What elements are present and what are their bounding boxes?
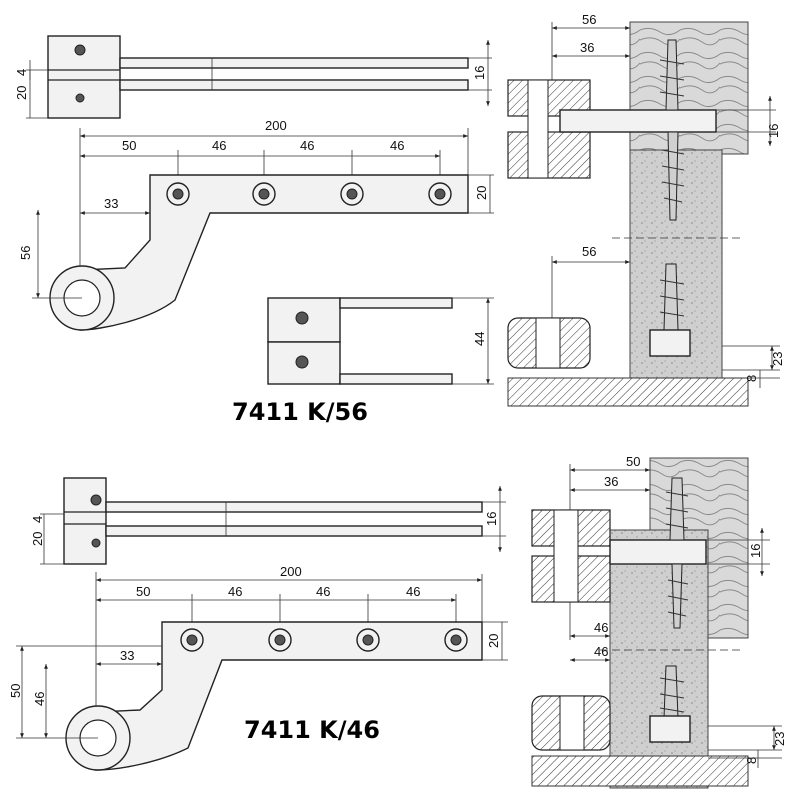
- top-plan-view: 200 50 46 46 46 33 56: [18, 118, 494, 331]
- upper-arm: [119, 57, 469, 69]
- dim-50: 50: [122, 138, 136, 153]
- dim-46c: 46: [406, 584, 420, 599]
- top-set: 20 4 16 200 50 46 46 46: [14, 12, 785, 426]
- bottom-installation-section: 50 36 16 46 46: [531, 454, 787, 789]
- top-installation-section: 56 36 16 56: [507, 12, 785, 407]
- upper-arm: [105, 501, 483, 513]
- top-small-side-view: 44: [267, 297, 494, 385]
- screw-icon: [90, 494, 102, 506]
- clamp-block: [63, 477, 107, 565]
- model-label: 7411 K/56: [232, 398, 368, 426]
- dim-s50: 50: [626, 454, 640, 469]
- dim-56: 56: [18, 246, 33, 260]
- dim-46c: 46: [390, 138, 404, 153]
- screw-icon: [659, 39, 685, 221]
- lower-arm: [119, 79, 469, 91]
- dim-s16: 16: [766, 124, 781, 138]
- dim-46a: 46: [228, 584, 242, 599]
- dim-s46: 46: [594, 620, 608, 635]
- dim-20: 20: [14, 86, 29, 100]
- dim-s16: 16: [748, 544, 763, 558]
- dim-s56: 56: [582, 12, 596, 27]
- dim-46v: 46: [32, 692, 47, 706]
- dim-s36: 36: [604, 474, 618, 489]
- dim-b8: 8: [744, 375, 759, 382]
- screw-icon: [74, 44, 86, 56]
- floor: [507, 377, 749, 407]
- glass-panel: [609, 529, 709, 789]
- dim-s36: 36: [580, 40, 594, 55]
- dim-33: 33: [120, 648, 134, 663]
- dim-20b: 20: [486, 634, 501, 648]
- dim-50: 50: [136, 584, 150, 599]
- floor: [531, 755, 749, 787]
- top-side-view: 20 4 16: [14, 35, 492, 119]
- screw-icon: [91, 538, 101, 548]
- dim-20: 20: [30, 532, 45, 546]
- plate-holes: [180, 628, 468, 652]
- bottom-anchor: [649, 715, 691, 743]
- dim-16: 16: [484, 512, 499, 526]
- dim-b23: 23: [770, 352, 785, 366]
- dim-33: 33: [104, 196, 118, 211]
- axle-pin: [559, 109, 717, 133]
- screw-icon: [75, 93, 85, 103]
- dim-b23: 23: [772, 732, 787, 746]
- dim-16: 16: [472, 66, 487, 80]
- plate-holes: [166, 182, 452, 206]
- dim-b46: 46: [594, 644, 608, 659]
- dim-4: 4: [30, 516, 45, 523]
- dim-4: 4: [14, 69, 29, 76]
- dim-44: 44: [472, 332, 487, 346]
- bottom-anchor: [649, 329, 691, 357]
- lower-arm: [105, 525, 483, 537]
- screw-icon: [665, 477, 689, 629]
- dim-200: 200: [265, 118, 287, 133]
- dim-46b: 46: [316, 584, 330, 599]
- dim-46a: 46: [212, 138, 226, 153]
- bottom-side-view: 20 4 16: [30, 477, 506, 565]
- axle-pin: [609, 539, 707, 565]
- clamp-section-lower: [507, 131, 591, 179]
- dim-b8: 8: [744, 757, 759, 764]
- dim-20b: 20: [474, 186, 489, 200]
- dim-50v: 50: [8, 684, 23, 698]
- bottom-set: 20 4 16 200 50 46 46 46: [8, 454, 787, 789]
- dim-200: 200: [280, 564, 302, 579]
- model-label: 7411 K/46: [244, 716, 380, 744]
- bottom-plan-view: 200 50 46 46 46 33 50: [8, 564, 508, 771]
- dim-b56: 56: [582, 244, 596, 259]
- dim-46b: 46: [300, 138, 314, 153]
- wood-frame: [629, 21, 749, 155]
